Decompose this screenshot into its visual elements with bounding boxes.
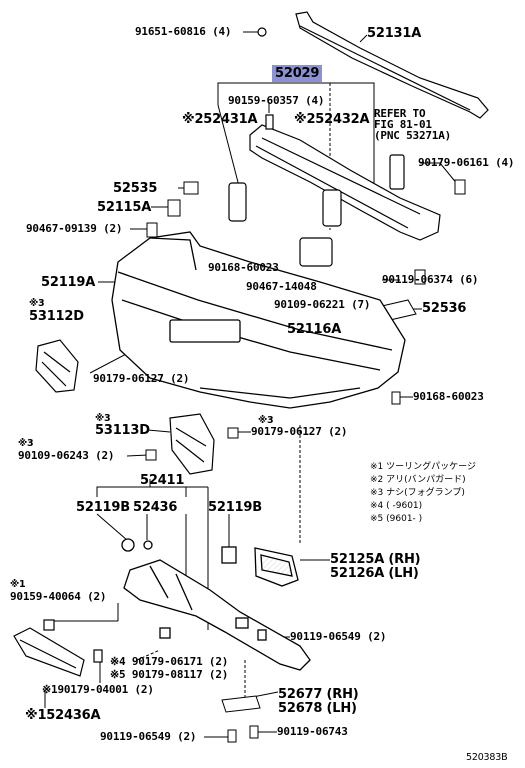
callout-90159-40064: 90159-40064 (2) (10, 590, 107, 603)
callout-52431a: ※252431A (182, 112, 258, 127)
callout-52411: 52411 (140, 473, 185, 488)
callout-90467-14048: 90467-14048 (246, 280, 317, 293)
callout-90179-06127-a: 90179-06127 (2) (93, 372, 190, 385)
callout-note-mark-3c: ※3 (258, 415, 274, 426)
callout-90119-06549-b: 90119-06549 (2) (100, 730, 197, 743)
callout-52029: 52029 (272, 65, 323, 82)
callout-90179-04001: ※190179-04001 (2) (42, 683, 154, 696)
callout-90179-06171: ※4 90179-06171 (2) (110, 655, 229, 668)
callout-91651-60816: 91651-60816 (4) (135, 25, 232, 38)
note-1: ※1 ツーリングパッケージ (370, 462, 476, 472)
callout-note-mark-3a: ※3 (29, 298, 45, 309)
callout-52131a: 52131A (367, 26, 422, 41)
callout-90119-06743: 90119-06743 (277, 725, 348, 738)
callout-53112d: 53112D (29, 309, 84, 324)
callout-52119a: 52119A (41, 275, 96, 290)
note-3: ※3 ナシ(フォグランプ) (370, 488, 465, 498)
callout-90119-06549-a: 90119-06549 (2) (290, 630, 387, 643)
callout-note-mark-1a: ※1 (10, 579, 26, 590)
callout-52436a: ※152436A (25, 708, 101, 723)
diagram-id: 520383B (466, 752, 508, 763)
callout-52678-lh: 52678 (LH) (278, 701, 357, 716)
highlighted-part-number: 52029 (272, 65, 323, 82)
callout-note-mark-3d: ※3 (18, 438, 34, 449)
callout-52677-rh: 52677 (RH) (278, 687, 359, 702)
callout-52432a: ※252432A (294, 112, 370, 127)
callout-note-mark-3b: ※3 (95, 413, 111, 424)
callout-90168-60023-b: 90168-60023 (413, 390, 484, 403)
callout-90467-09139: 90467-09139 (2) (26, 222, 123, 235)
callout-52125a-rh: 52125A (RH) (330, 552, 421, 567)
callout-52436: 52436 (133, 500, 178, 515)
callout-52115a: 52115A (97, 200, 152, 215)
callout-90179-06127-b: 90179-06127 (2) (251, 425, 348, 438)
note-2: ※2 アリ(バンパガード) (370, 475, 466, 485)
callout-52116a: 52116A (287, 322, 342, 337)
callout-52119b-left: 52119B (76, 500, 130, 515)
callout-90119-06374: 90119-06374 (6) (382, 273, 479, 286)
callout-52119b-right: 52119B (208, 500, 262, 515)
note-4: ※4 ( -9601) (370, 501, 423, 511)
callout-refer-to: REFER TO (374, 107, 426, 120)
callout-90179-06161: 90179-06161 (4) (418, 156, 515, 169)
callout-90168-60023-a: 90168-60023 (208, 261, 279, 274)
callout-pnc-53271a: (PNC 53271A) (374, 129, 452, 142)
callout-90109-06221: 90109-06221 (7) (274, 298, 371, 311)
callout-52535: 52535 (113, 181, 158, 196)
callout-fig-81-01: FIG 81-01 (374, 118, 432, 131)
callout-90179-08117: ※5 90179-08117 (2) (110, 668, 229, 681)
callout-90159-60357: 90159-60357 (4) (228, 94, 325, 107)
callout-90109-06243: 90109-06243 (2) (18, 449, 115, 462)
callout-52536: 52536 (422, 301, 467, 316)
callout-53113d: 53113D (95, 423, 150, 438)
callout-52126a-lh: 52126A (LH) (330, 566, 419, 581)
note-5: ※5 (9601- ) (370, 514, 423, 524)
